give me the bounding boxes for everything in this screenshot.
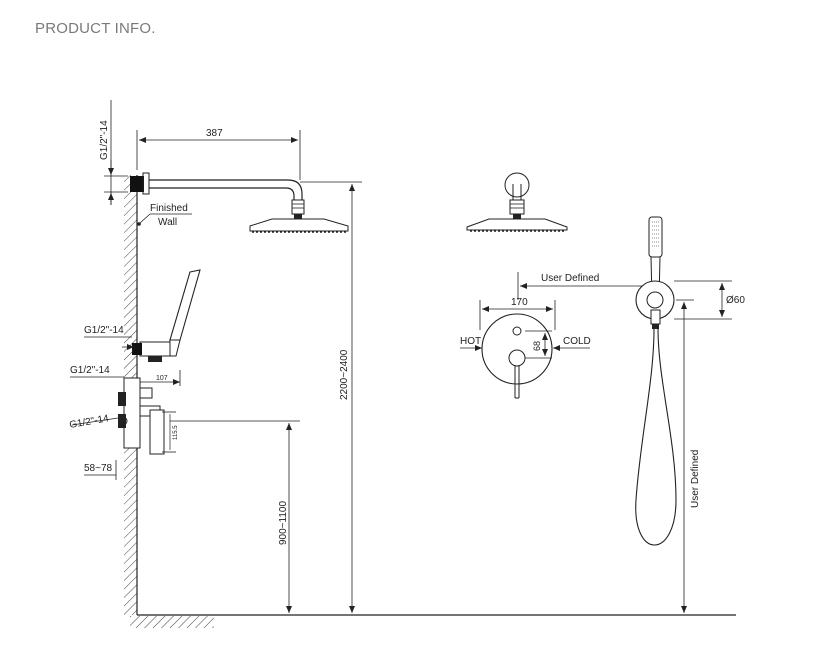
shower-head-side: [249, 218, 349, 233]
user-defined-side-label: User Defined: [690, 450, 701, 508]
user-defined-top-dimension: User Defined: [517, 272, 652, 300]
inlet-top-label: G1/2"-14: [99, 120, 110, 160]
valve-front: [481, 313, 553, 399]
handle-size-dimension: 115.5: [162, 411, 179, 453]
hot-indicator: HOT: [460, 336, 482, 351]
page-title: PRODUCT INFO.: [35, 20, 156, 37]
valve-inlet-1-label: G1/2"-14: [70, 365, 110, 376]
holder-diameter-label: Ø60: [726, 295, 745, 306]
hand-shower-front: [635, 216, 677, 546]
wall-depth-dimension: 58~78: [84, 460, 138, 480]
finished-wall-label-1: Finished: [150, 203, 188, 214]
valve-offset-label: 107: [156, 375, 168, 382]
arm-length-dimension: 387: [136, 128, 301, 180]
wall-depth-label: 58~78: [84, 463, 113, 474]
valve-inlet-1-callout: G1/2"-14: [70, 365, 124, 378]
cold-label: COLD: [563, 336, 591, 347]
plate-width-dimension: 170: [479, 297, 556, 330]
shower-head-front: [466, 172, 568, 232]
handle-offset-dimension: 68: [525, 330, 552, 359]
handle-size-label: 115.5: [173, 425, 179, 440]
valve-offset-dimension: 107: [140, 370, 181, 386]
shower-height-label: 2200~2400: [339, 349, 350, 400]
finished-wall-label-2: Wall: [158, 217, 177, 228]
valve-height-dimension: 900~1100: [170, 420, 300, 613]
shower-arm: [130, 172, 305, 220]
valve-side: [118, 377, 165, 455]
valve-height-label: 900~1100: [278, 501, 289, 545]
cold-indicator: COLD: [553, 336, 591, 351]
handle-offset-label: 68: [532, 341, 542, 351]
user-defined-top-label: User Defined: [541, 273, 599, 284]
hand-inlet-label: G1/2"-14: [84, 325, 124, 336]
floor: [130, 614, 736, 628]
hand-shower-side: [132, 269, 201, 362]
hot-label: HOT: [460, 336, 481, 347]
shower-height-dimension: 2200~2400: [300, 181, 362, 613]
arm-length-label: 387: [206, 128, 223, 139]
valve-inlet-2-callout: G1/2"-14: [69, 413, 119, 431]
inlet-top-dimension: G1/2"-14: [99, 100, 128, 205]
user-defined-side-dimension: User Defined: [676, 299, 701, 613]
finished-wall-callout: Finished Wall: [137, 203, 192, 228]
plate-width-label: 170: [511, 297, 528, 308]
hand-inlet-callout: G1/2"-14: [84, 325, 134, 350]
